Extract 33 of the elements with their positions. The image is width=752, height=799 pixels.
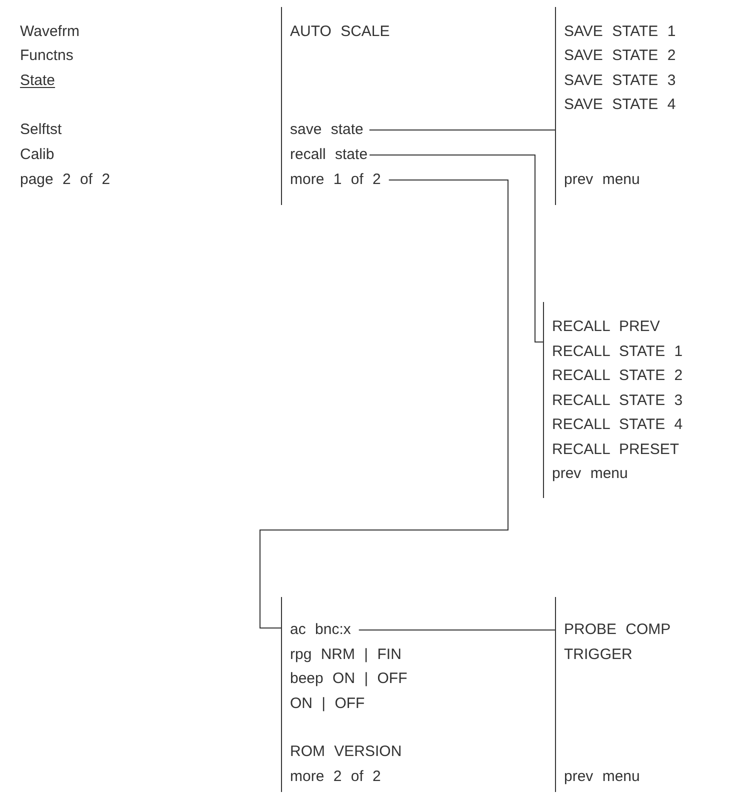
menu-label: Calib bbox=[20, 146, 54, 164]
menu-item: RECALL STATE 3 bbox=[552, 392, 683, 410]
menu-item: beep ON | OFF bbox=[290, 670, 408, 688]
menu-item: ON | OFF bbox=[290, 695, 365, 713]
menu-item: PROBE COMP bbox=[564, 621, 671, 639]
connector-line bbox=[369, 154, 544, 342]
menu-label: Functns bbox=[20, 47, 74, 65]
menu-label: Selftst bbox=[20, 121, 62, 139]
menu-item: AUTO SCALE bbox=[290, 23, 390, 41]
menu-label: Wavefrm bbox=[20, 23, 80, 41]
menu-item: more 1 of 2 bbox=[290, 171, 381, 189]
menu-item: RECALL STATE 2 bbox=[552, 367, 683, 385]
menu-item: more 2 of 2 bbox=[290, 768, 381, 786]
menu-item: RECALL PRESET bbox=[552, 441, 679, 459]
menu-item: ROM VERSION bbox=[290, 743, 402, 761]
menu-item: SAVE STATE 3 bbox=[564, 72, 676, 90]
menu-item: RECALL PREV bbox=[552, 318, 660, 336]
menu-item: ac bnc:x bbox=[290, 621, 351, 639]
menu-item: SAVE STATE 1 bbox=[564, 23, 676, 41]
menu-item: save state bbox=[290, 121, 364, 139]
menu-label: State bbox=[20, 72, 56, 90]
menu-item: rpg NRM | FIN bbox=[290, 646, 402, 664]
menu-item: TRIGGER bbox=[564, 646, 632, 664]
menu-item: RECALL STATE 4 bbox=[552, 416, 683, 434]
menu-item: prev menu bbox=[552, 465, 628, 483]
menu-item: RECALL STATE 1 bbox=[552, 343, 683, 361]
menu-item: prev menu bbox=[564, 171, 640, 189]
connector-line bbox=[260, 180, 508, 628]
menu-item: SAVE STATE 4 bbox=[564, 96, 676, 114]
menu-item: SAVE STATE 2 bbox=[564, 47, 676, 65]
menu-item: recall state bbox=[290, 146, 368, 164]
menu-label: page 2 of 2 bbox=[20, 171, 110, 189]
menu-item: prev menu bbox=[564, 768, 640, 786]
